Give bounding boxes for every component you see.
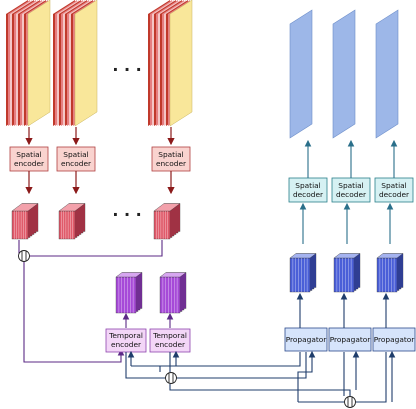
- spatial-encoder-1: Spatial encoder: [9, 146, 49, 172]
- latent-top: [11, 203, 39, 212]
- input-stack-3: [148, 0, 193, 127]
- propagator-to-latent-arrows: [296, 292, 390, 328]
- spatial-encoder-2-line2: encoder: [61, 159, 92, 168]
- propagator-1: Propagator: [284, 327, 328, 352]
- temporal-latent-2: [159, 272, 187, 314]
- input-stack-1: [6, 0, 51, 127]
- spatial-encoder-3-line2: encoder: [156, 159, 187, 168]
- temporal-encoder-1: Temporal encoder: [105, 328, 147, 353]
- input-frame-stacks: [6, 0, 193, 127]
- input-frame: [74, 0, 98, 127]
- spatial-decoder-3-line1: Spatial: [381, 181, 406, 190]
- output-frame-1: [289, 9, 313, 139]
- temporal-to-propagator-lines: [125, 350, 396, 403]
- concat-2-to-prop-1: [176, 352, 307, 379]
- spatial-latent-2: [58, 203, 86, 240]
- concat-to-temporal-1: [23, 262, 125, 363]
- spatial-decoder-3-line2: decoder: [379, 190, 410, 199]
- latent-top: [289, 253, 317, 259]
- concat-symbol-2: [165, 372, 177, 384]
- latent-top: [115, 272, 143, 278]
- feed-prop-1: [297, 350, 316, 402]
- temporal-encoder-1-line1: Temporal: [108, 331, 143, 340]
- concat-symbol-3: [344, 396, 356, 408]
- latent-top: [159, 272, 187, 278]
- temporal-latents: [115, 272, 187, 314]
- spatial-encoder-2-line1: Spatial: [63, 150, 88, 159]
- temporal-1-down: [125, 352, 167, 379]
- spatial-encoder-1-line2: encoder: [14, 159, 45, 168]
- decoder-to-output-arrows: [304, 139, 398, 178]
- input-stack-2: [53, 0, 98, 127]
- propagated-latents: [289, 253, 404, 293]
- spatial-decoder-1-line2: decoder: [293, 190, 324, 199]
- spatial-encoder-3-line1: Spatial: [158, 150, 183, 159]
- propagated-latent-3: [376, 253, 404, 293]
- concat-2-to-concat-3: [169, 384, 351, 396]
- propagated-latent-1: [289, 253, 317, 293]
- latent-top: [153, 203, 181, 212]
- propagator-2: Propagator: [328, 327, 372, 352]
- spatial-encoder-3: Spatial encoder: [151, 146, 191, 172]
- output-frame-2: [332, 9, 356, 139]
- latent-top: [58, 203, 86, 212]
- propagator-3: Propagator: [372, 327, 416, 352]
- propagated-latent-2: [333, 253, 361, 293]
- propagator-2-label: Propagator: [330, 335, 372, 344]
- spatial-encoder-2: Spatial encoder: [56, 146, 96, 172]
- spatial-decoder-1: Spatial decoder: [288, 177, 328, 203]
- temporal-encoder-2-line1: Temporal: [152, 331, 187, 340]
- temporal-latent-1: [115, 272, 143, 314]
- spatial-encoder-1-line1: Spatial: [16, 150, 41, 159]
- input-to-encoder-arrows: [25, 127, 175, 146]
- spatial-decoder-2: Spatial decoder: [331, 177, 371, 203]
- spatial-decoder-2-line2: decoder: [336, 190, 367, 199]
- latent-to-decoder-arrows: [299, 202, 394, 244]
- temporal-encoder-arrows: [122, 312, 174, 328]
- spatial-latent-1: [11, 203, 39, 240]
- output-frame-3: [375, 9, 399, 139]
- spatial-latents: [11, 203, 181, 240]
- input-frame: [169, 0, 193, 127]
- latent-to-concat-line: [30, 240, 163, 257]
- temporal-encoder-1-line2: encoder: [111, 340, 142, 349]
- encoder-to-latent-arrows: [25, 171, 175, 195]
- ellipsis-inputs: · · ·: [112, 60, 141, 79]
- prop-1-back: [131, 352, 301, 367]
- spatial-decoder-3: Spatial decoder: [374, 177, 414, 203]
- spatial-decoder-1-line1: Spatial: [295, 181, 320, 190]
- propagator-3-label: Propagator: [374, 335, 416, 344]
- concat-3-to-prop-3: [356, 352, 387, 403]
- concat-symbol-1: [18, 250, 30, 262]
- latent-top: [333, 253, 361, 259]
- spatial-decoder-2-line1: Spatial: [338, 181, 363, 190]
- temporal-encoder-2: Temporal encoder: [149, 328, 191, 353]
- spatial-latent-3: [153, 203, 181, 240]
- loop-temporal: [131, 365, 161, 372]
- temporal-encoder-2-line2: encoder: [155, 340, 186, 349]
- propagator-1-label: Propagator: [286, 335, 328, 344]
- latent-top: [376, 253, 404, 259]
- input-frame: [27, 0, 51, 127]
- ellipsis-latents: · · ·: [112, 205, 141, 224]
- output-frames: [289, 9, 399, 139]
